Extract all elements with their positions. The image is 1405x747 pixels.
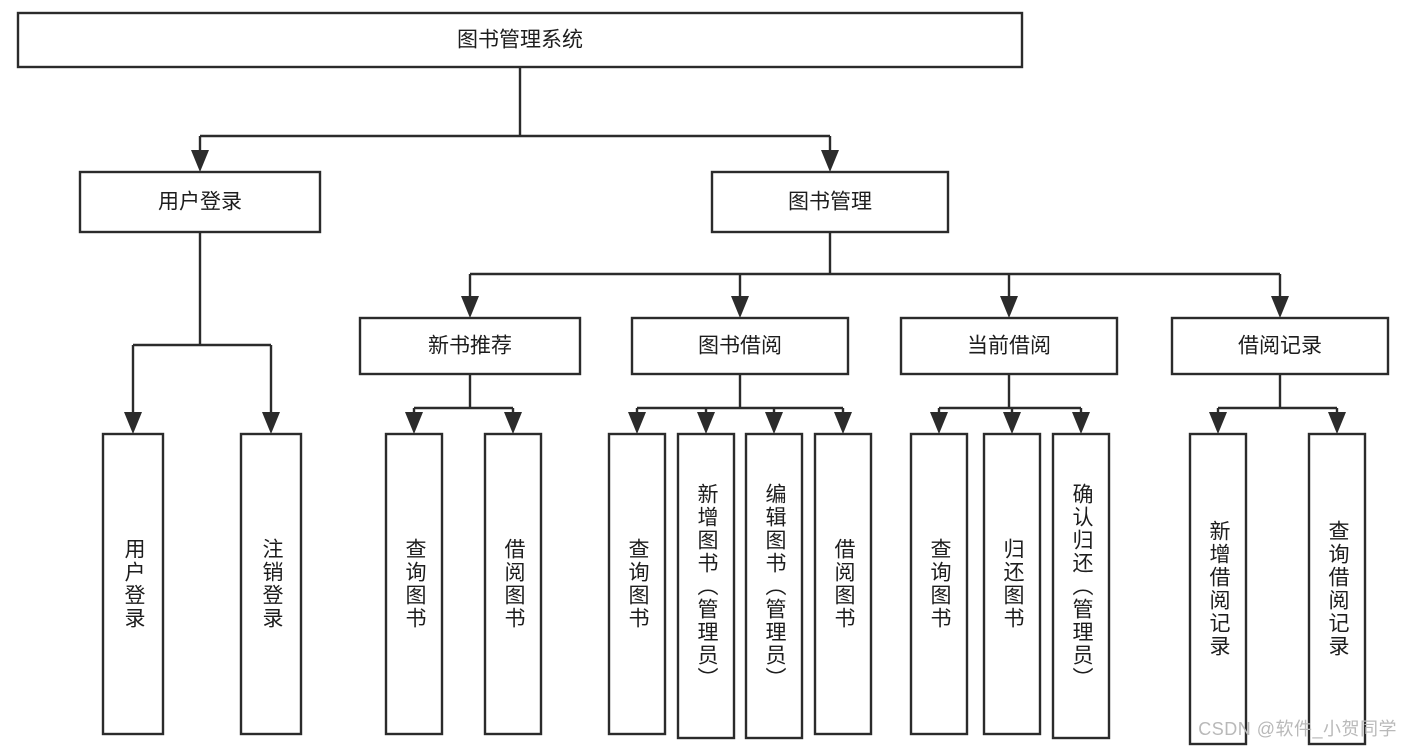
- node-borrow-record[interactable]: [1170, 316, 1390, 376]
- nodes-layer: [16, 11, 1390, 746]
- node-leaf-query-book-3[interactable]: [909, 432, 969, 736]
- watermark-text: CSDN @软件_小贺同学: [1198, 719, 1397, 739]
- node-leaf-return-book[interactable]: [982, 432, 1042, 736]
- node-leaf-query-book-1[interactable]: [384, 432, 444, 736]
- arrow-head-icon-to-leaf-query-record: [1328, 412, 1346, 434]
- arrow-head-icon-to-leaf-return-book: [1003, 412, 1021, 434]
- arrow-head-icon-to-leaf-confirm-return: [1072, 412, 1090, 434]
- node-label-book-borrow: 图书借阅: [698, 335, 782, 358]
- node-leaf-query-book-2[interactable]: [607, 432, 667, 736]
- node-leaf-confirm-return[interactable]: [1051, 432, 1111, 740]
- node-label-new-book-recommend: 新书推荐: [428, 335, 512, 358]
- node-leaf-add-record[interactable]: [1188, 432, 1248, 746]
- node-label-book-management: 图书管理: [788, 191, 872, 214]
- node-leaf-add-book[interactable]: [676, 432, 736, 740]
- arrow-head-icon-to-borrow-record: [1271, 296, 1289, 318]
- node-new-book-recommend[interactable]: [358, 316, 582, 376]
- node-leaf-borrow-book-2[interactable]: [813, 432, 873, 736]
- arrow-head-icon-to-user-login: [191, 150, 209, 172]
- arrow-head-icon-to-leaf-add-record: [1209, 412, 1227, 434]
- arrow-head-icon-to-leaf-query-book-2: [628, 412, 646, 434]
- node-leaf-user-login[interactable]: [101, 432, 165, 736]
- arrow-head-icon-to-leaf-borrow-book-1: [504, 412, 522, 434]
- node-leaf-borrow-book-1[interactable]: [483, 432, 543, 736]
- arrow-head-icon-to-leaf-user-logout: [262, 412, 280, 434]
- arrow-head-icon-to-leaf-add-book: [697, 412, 715, 434]
- node-book-borrow[interactable]: [630, 316, 850, 376]
- node-user-login[interactable]: [78, 170, 322, 234]
- node-leaf-edit-book[interactable]: [744, 432, 804, 740]
- arrow-head-icon-to-new-book-recommend: [461, 296, 479, 318]
- arrow-head-icon-to-book-management: [821, 150, 839, 172]
- node-current-borrow[interactable]: [899, 316, 1119, 376]
- node-label-root: 图书管理系统: [457, 29, 583, 52]
- edges-layer: [124, 67, 1346, 434]
- arrow-head-icon-to-current-borrow: [1000, 296, 1018, 318]
- arrow-head-icon-to-leaf-query-book-3: [930, 412, 948, 434]
- node-root-root[interactable]: [16, 11, 1024, 69]
- node-leaf-query-record[interactable]: [1307, 432, 1367, 746]
- node-label-user-login: 用户登录: [158, 191, 242, 214]
- arrow-head-icon-to-leaf-borrow-book-2: [834, 412, 852, 434]
- node-label-current-borrow: 当前借阅: [967, 335, 1051, 358]
- node-book-management[interactable]: [710, 170, 950, 234]
- arrow-head-icon-to-leaf-user-login: [124, 412, 142, 434]
- arrow-head-icon-to-book-borrow: [731, 296, 749, 318]
- node-leaf-user-logout[interactable]: [239, 432, 303, 736]
- arrow-head-icon-to-leaf-edit-book: [765, 412, 783, 434]
- arrow-head-icon-to-leaf-query-book-1: [405, 412, 423, 434]
- node-label-borrow-record: 借阅记录: [1238, 335, 1322, 358]
